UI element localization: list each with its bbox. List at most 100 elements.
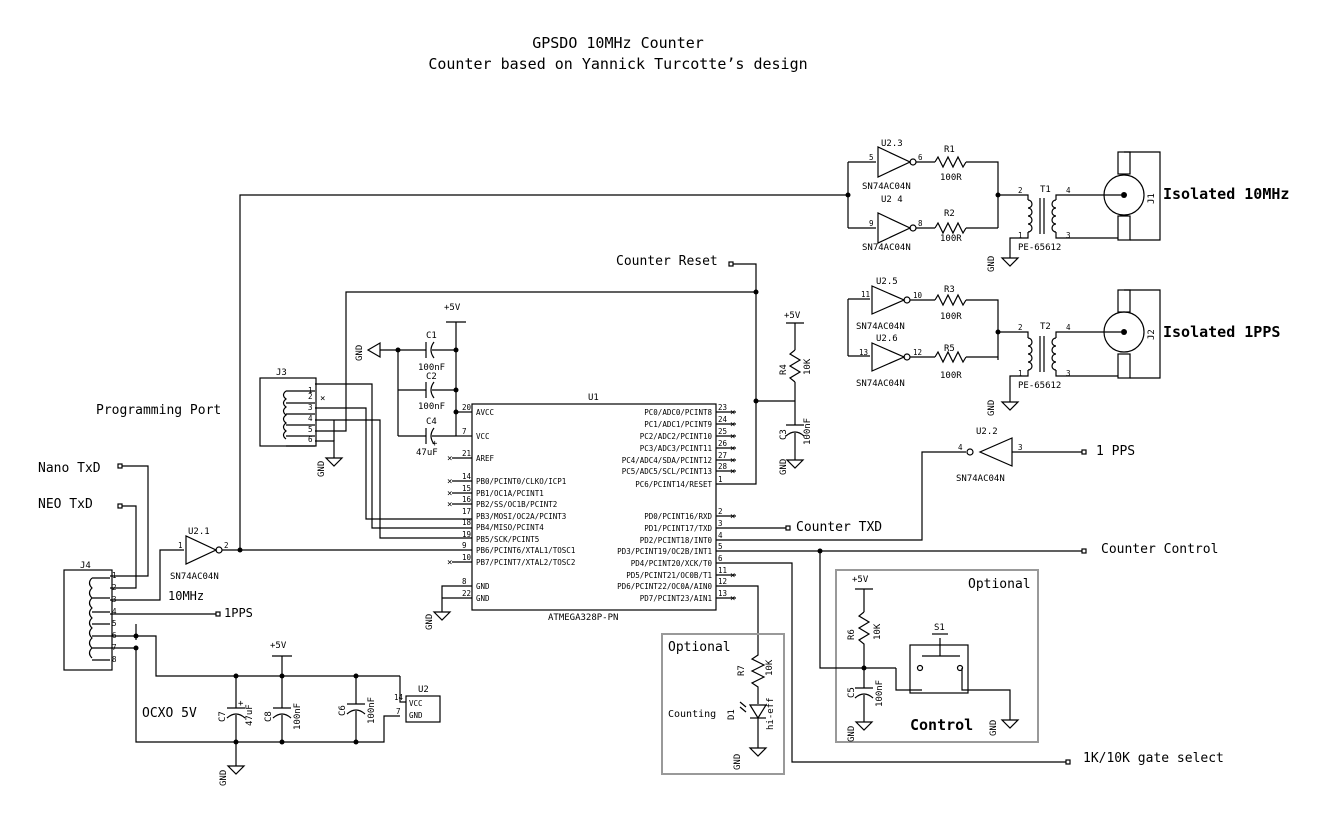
d1-ref: D1 — [727, 709, 737, 720]
no-connect-marker: × — [447, 500, 452, 510]
u1-left-pin-name: PB0/PCINT0/CLKO/ICP1 — [476, 477, 566, 486]
u1-right-pin-num: 5 — [718, 542, 723, 551]
u2-pin-7: 7 — [396, 707, 401, 716]
u2-power-box — [405, 695, 441, 723]
inverter-u2-1 — [185, 535, 218, 565]
r4-5v-label: +5V — [784, 311, 801, 321]
r4-ref: R4 — [779, 364, 789, 375]
inverter-u2-5 — [871, 285, 906, 315]
counter-txd-label: Counter TXD — [796, 520, 882, 535]
gnd-label-s1: GND — [989, 720, 999, 736]
c7-ref: C7 — [218, 711, 228, 722]
no-connect-marker: × — [447, 477, 452, 487]
j3-ref: J3 — [276, 368, 287, 378]
r2-value: 100R — [940, 234, 962, 244]
isolated-10mhz-label: Isolated 10MHz — [1163, 185, 1289, 203]
t1-pin-1: 1 — [1018, 231, 1023, 240]
u2-6-out: 12 — [913, 348, 922, 357]
u1-left-pin-name: PB4/MISO/PCINT4 — [476, 523, 544, 532]
t1-primary — [1027, 199, 1033, 233]
counter-reset-label: Counter Reset — [616, 254, 718, 269]
r3-value: 100R — [940, 312, 962, 322]
c8-value: 100nF — [293, 703, 303, 730]
u1-part: ATMEGA328P-PN — [548, 613, 618, 623]
d1-led — [748, 704, 768, 720]
u2-2-out: 3 — [1018, 443, 1023, 452]
u2-ref: U2 — [418, 685, 429, 695]
schematic-subtitle: Counter based on Yannick Turcotte’s desi… — [428, 55, 807, 73]
gnd-symbol-j3 — [324, 457, 344, 467]
u1-left-pin-num: 7 — [462, 427, 467, 436]
u2-vcc: VCC — [409, 699, 423, 708]
counting-label: Counting — [668, 709, 716, 720]
j4-connector — [63, 569, 113, 671]
u2-5-ref: U2.5 — [876, 277, 898, 287]
j1-ref: J1 — [1147, 193, 1157, 204]
t1-pin-2: 2 — [1018, 186, 1023, 195]
u1-right-pin-num: 28 — [718, 462, 728, 471]
u1-5v-label: +5V — [444, 303, 461, 313]
t1-pin-3: 3 — [1066, 231, 1071, 240]
u1-right-pin-name: PD7/PCINT23/AIN1 — [640, 594, 712, 603]
u1-right-pin-num: 13 — [718, 589, 727, 598]
j4-pin-numbers: 1 2 3 4 5 6 7 8 — [112, 571, 117, 664]
c4-ref: C4 — [426, 417, 437, 427]
r6-5v-label: +5V — [852, 575, 869, 585]
u2-6-part: SN74AC04N — [856, 379, 905, 389]
u1-right-pin-num: 27 — [718, 451, 727, 460]
neo-txd-label: NEO TxD — [38, 497, 93, 512]
c8-ref: C8 — [264, 711, 274, 722]
inverter-u2-4 — [877, 212, 912, 244]
j3-pin-4: 4 — [308, 414, 313, 423]
u1-left-pin-num: 16 — [462, 495, 472, 504]
u1-right-pin-num: 2 — [718, 507, 723, 516]
d1-value: hi-eff — [766, 697, 776, 730]
r1-value: 100R — [940, 173, 962, 183]
gnd-label-c3: GND — [779, 459, 789, 475]
u2-1-part: SN74AC04N — [170, 572, 219, 582]
no-connect-marker: × — [447, 454, 452, 464]
decoupling-section: +5V GND C1 100nF C2 100nF C4 47uF + — [355, 303, 472, 458]
u1-right-pin-name: PD6/PCINT22/OC0A/AIN0 — [617, 582, 712, 591]
svg-text:×: × — [320, 394, 325, 404]
u1-left-pin-name: GND — [476, 594, 490, 603]
r1-ref: R1 — [944, 145, 955, 155]
r7-ref: R7 — [737, 665, 747, 676]
u2-1-in: 1 — [178, 541, 183, 550]
isolated-10mhz-section: U2.3 SN74AC04N 5 6 R1 100R U2 4 SN74AC04… — [239, 139, 1289, 550]
c6-value: 100nF — [367, 697, 377, 724]
svg-text:+: + — [432, 439, 438, 449]
j3-pin-3: 3 — [308, 403, 313, 412]
u2-3-out: 6 — [918, 153, 923, 162]
j4-pin-2: 2 — [112, 583, 117, 592]
gnd-symbol-d1 — [748, 747, 768, 757]
c1-ref: C1 — [426, 331, 437, 341]
no-connect-marker: × — [730, 432, 735, 442]
u1-right-pin-num: 11 — [718, 566, 727, 575]
s1-switch — [909, 644, 969, 694]
u2-6-in: 13 — [859, 348, 868, 357]
isolated-1pps-label: Isolated 1PPS — [1163, 323, 1280, 341]
u1-left-pin-num: 21 — [462, 449, 471, 458]
u1-left-pins: 20AVCC7VCC×21AREF×14PB0/PCINT0/CLKO/ICP1… — [447, 403, 575, 603]
r3-ref: R3 — [944, 285, 955, 295]
r4-value: 10K — [803, 358, 813, 375]
gnd-label-decoupling: GND — [355, 345, 365, 361]
u1-left-pin-name: PB3/MOSI/OC2A/PCINT3 — [476, 512, 566, 521]
u1-ref: U1 — [588, 393, 599, 403]
no-connect-marker: × — [730, 444, 735, 454]
u1-right-pin-num: 23 — [718, 403, 727, 412]
r6-ref: R6 — [847, 629, 857, 640]
c5-value: 100nF — [875, 680, 885, 707]
inverter-u2-3 — [877, 146, 912, 178]
no-connect-marker: × — [730, 467, 735, 477]
u2-gnd: GND — [409, 711, 423, 720]
schematic-title: GPSDO 10MHz Counter — [532, 34, 704, 52]
u2-5-in: 11 — [861, 290, 870, 299]
u1-right-pin-name: PC5/ADC5/SCL/PCINT13 — [622, 467, 712, 476]
u2-1-out: 2 — [224, 541, 229, 550]
t2-value: PE-65612 — [1018, 381, 1061, 391]
c3-value: 100nF — [803, 418, 813, 445]
optional-control-title: Optional — [968, 577, 1031, 592]
ocxo-5v-rail-label: +5V — [270, 641, 287, 651]
